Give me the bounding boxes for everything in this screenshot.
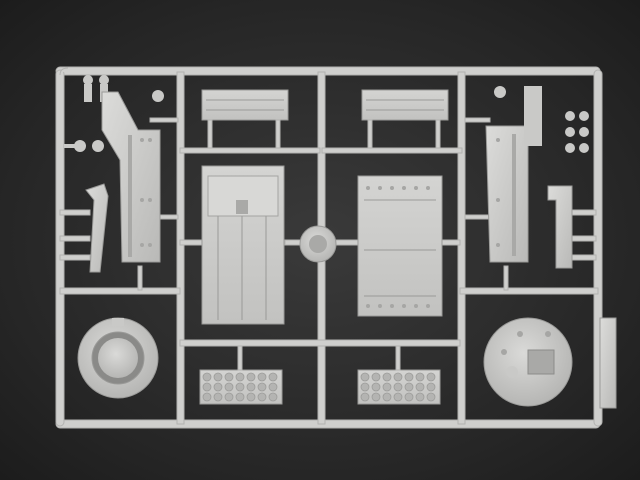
wheel-hole	[268, 372, 278, 382]
hull-panel-right	[357, 175, 443, 317]
wheel-hole	[404, 372, 414, 382]
wheel-hole	[426, 372, 436, 382]
wheel-hole	[415, 382, 425, 392]
wheel-hole	[268, 392, 278, 402]
wheel-hole	[371, 382, 381, 392]
left-bracket	[85, 183, 109, 273]
left-side-panel	[101, 91, 161, 263]
wheel-hole	[235, 382, 245, 392]
wheel-hole	[202, 382, 212, 392]
wheel-hole	[404, 382, 414, 392]
wheel-grid-left	[199, 345, 283, 405]
wheel-hole	[404, 392, 414, 402]
wheel-hole	[360, 382, 370, 392]
wheel-hole	[426, 382, 436, 392]
wheel-hole	[371, 372, 381, 382]
wheel-hole	[246, 372, 256, 382]
wheel-hole	[393, 372, 403, 382]
turret-ring	[77, 317, 159, 399]
top-panel-left	[201, 89, 289, 149]
wheel-hole	[382, 372, 392, 382]
part-number-tab	[599, 317, 617, 409]
wheel-hole	[360, 392, 370, 402]
wheel-hole	[257, 382, 267, 392]
wheel-hole	[235, 372, 245, 382]
wheel-hole	[202, 392, 212, 402]
small-parts-top-right	[494, 86, 589, 153]
wheel-hole	[382, 392, 392, 402]
wheel-hole	[235, 392, 245, 402]
wheel-hole	[213, 392, 223, 402]
hull-panel-left	[201, 165, 285, 325]
wheel-hole	[360, 372, 370, 382]
wheel-hole	[213, 372, 223, 382]
wheel-hole	[393, 382, 403, 392]
center-hub	[299, 225, 337, 263]
wheel-hole	[224, 372, 234, 382]
wheel-hole	[371, 392, 381, 402]
wheel-hole	[415, 392, 425, 402]
wheel-hole	[213, 382, 223, 392]
wheel-hole	[268, 382, 278, 392]
wheel-hole	[224, 382, 234, 392]
wheel-grid-right	[357, 345, 441, 405]
wheel-hole	[415, 372, 425, 382]
wheel-hole	[382, 382, 392, 392]
round-hatch	[483, 317, 573, 407]
top-panel-right	[361, 89, 449, 149]
right-side-panel	[485, 125, 529, 263]
wheel-hole	[257, 392, 267, 402]
wheel-hole	[224, 392, 234, 402]
wheel-hole	[426, 392, 436, 402]
wheel-hole	[246, 382, 256, 392]
wheel-hole	[246, 392, 256, 402]
wheel-hole	[393, 392, 403, 402]
wheel-hole	[257, 372, 267, 382]
right-bracket	[547, 185, 573, 269]
wheel-hole	[202, 372, 212, 382]
